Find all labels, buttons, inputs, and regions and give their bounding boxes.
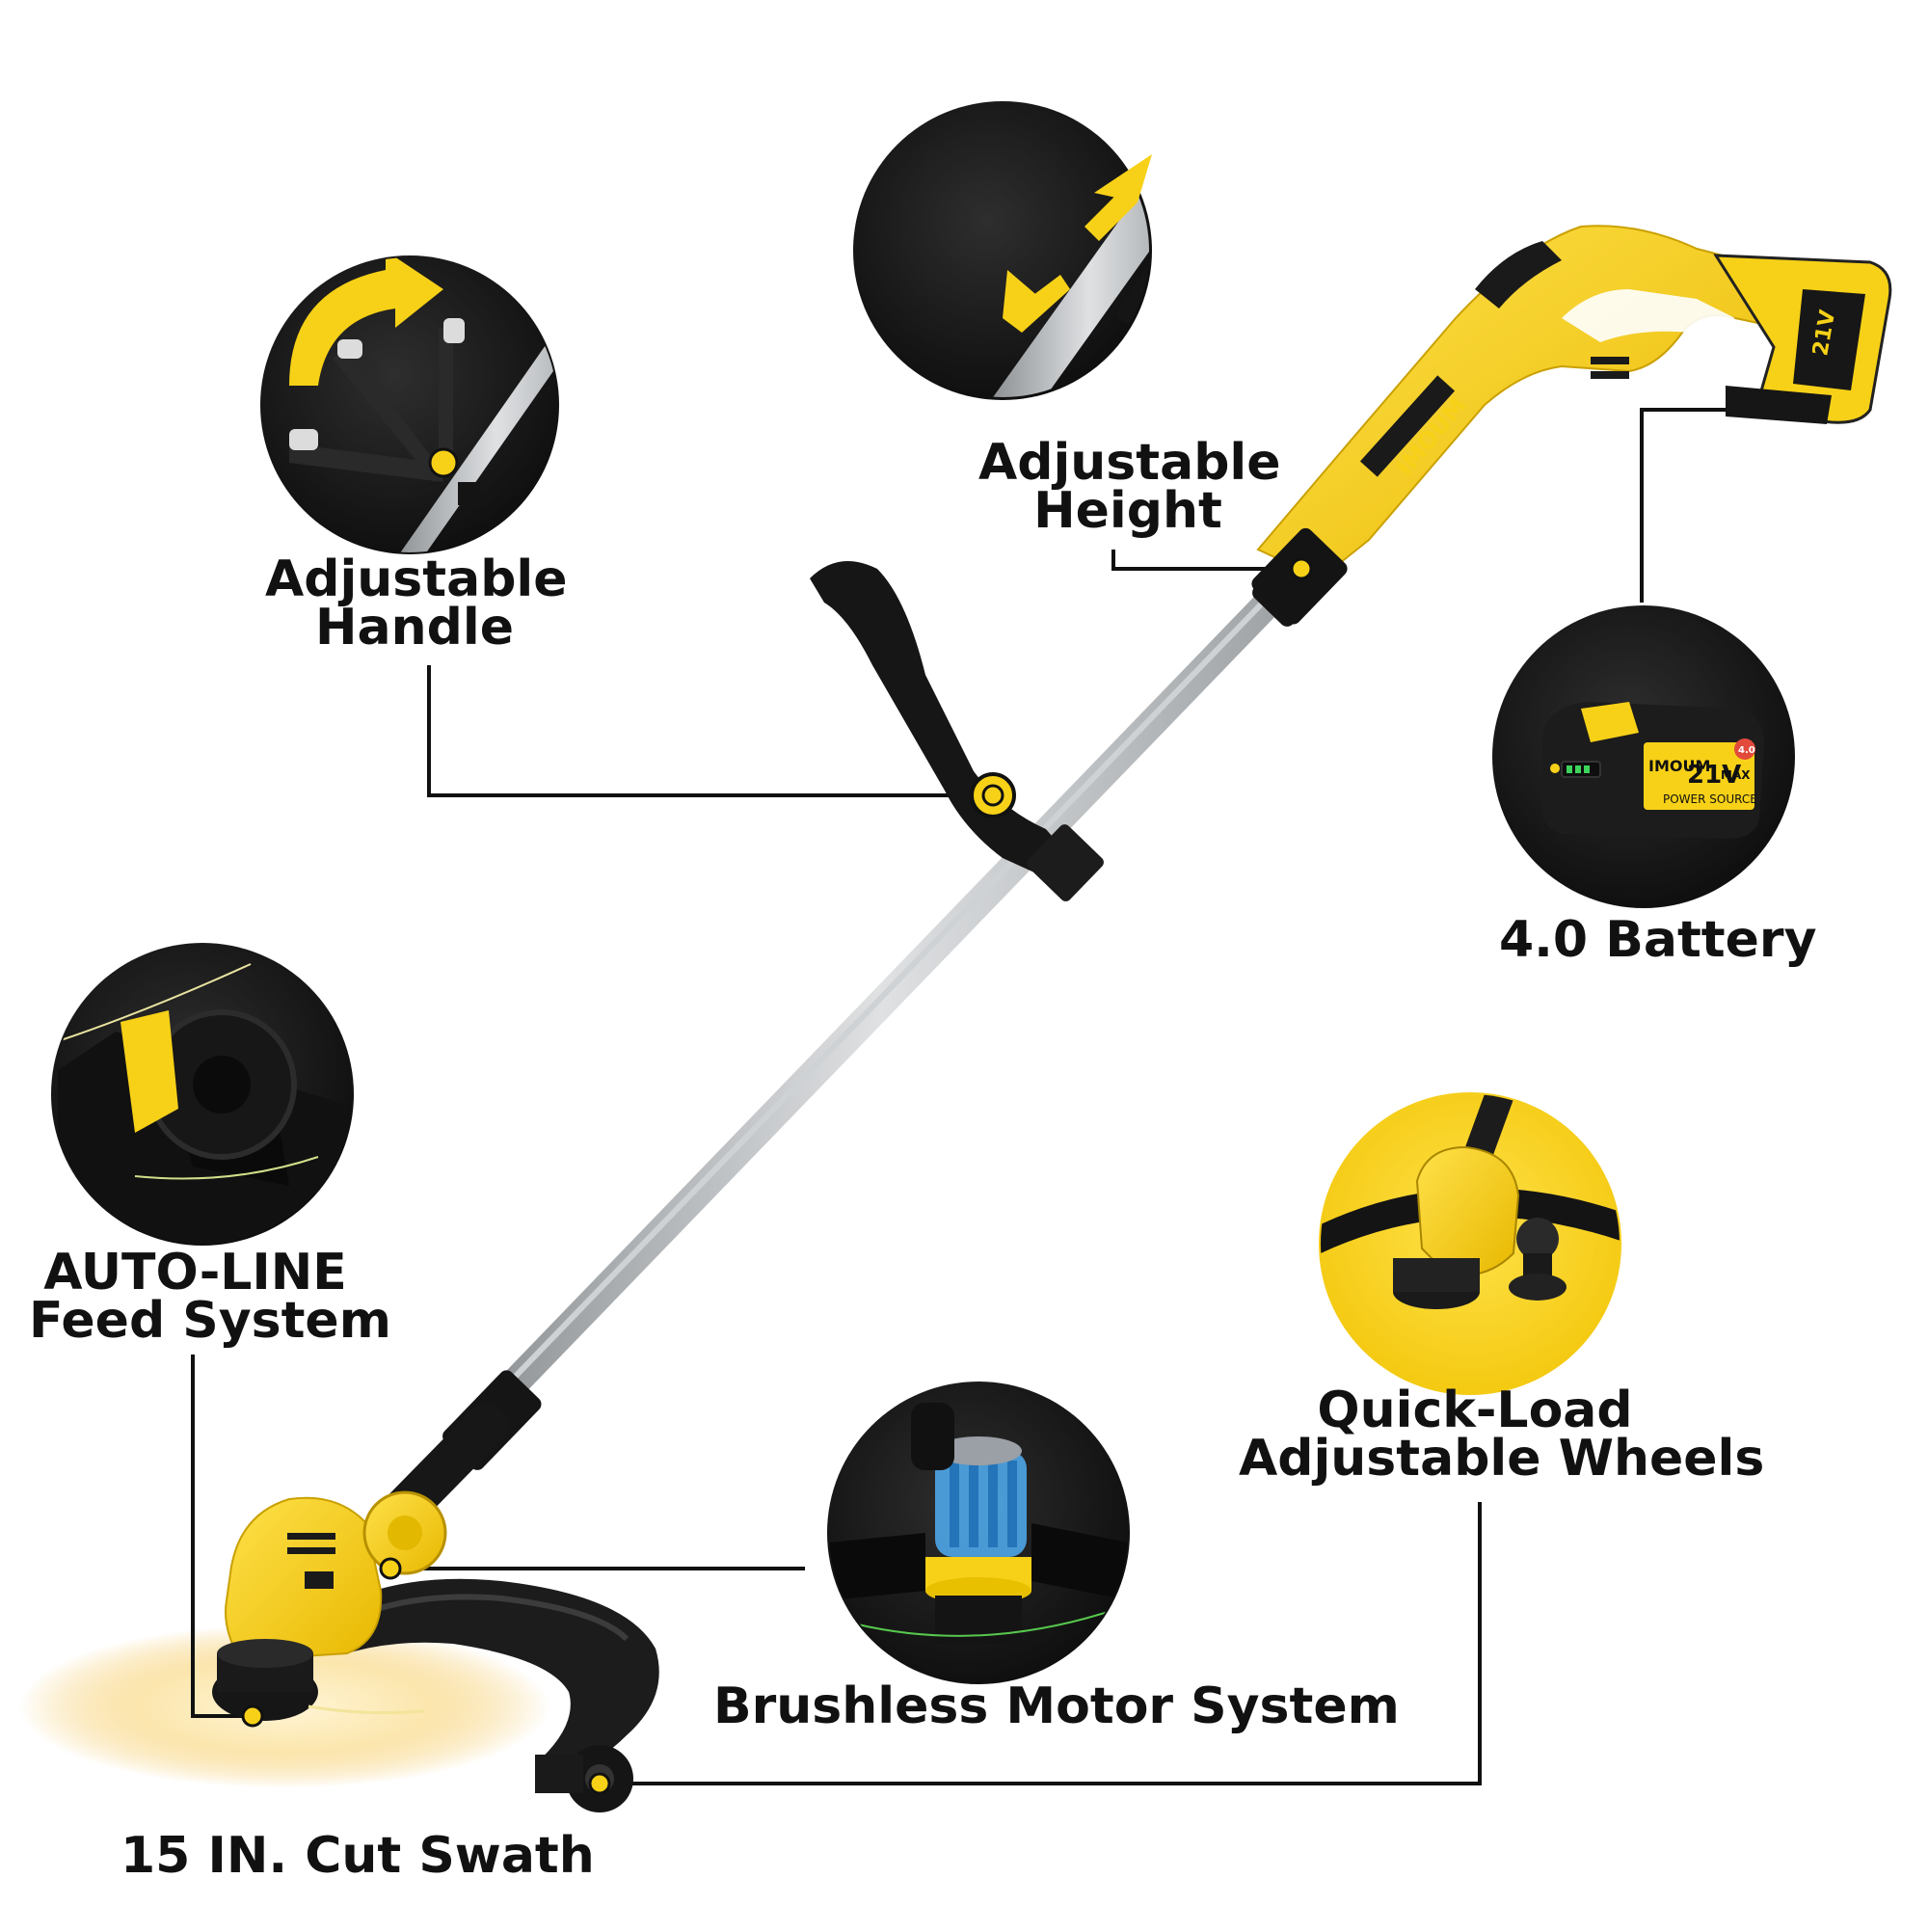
label-adjustable-handle: Adjustable Handle bbox=[265, 550, 568, 657]
callout-dot-icon bbox=[588, 1772, 611, 1795]
upper-handle-housing: IMOUM bbox=[1256, 225, 1805, 580]
detail-circle-adjustable-handle bbox=[260, 255, 559, 554]
battery-detail-voltage: 21V bbox=[1687, 761, 1741, 790]
label-auto-line-line1: AUTO-LINE bbox=[43, 1244, 347, 1301]
battery-tagline: POWER SOURCE bbox=[1663, 792, 1757, 806]
detail-circle-adjustable-height: IMOUM bbox=[853, 101, 1268, 400]
callout-dot-icon bbox=[1290, 557, 1313, 580]
callout-dot-icon bbox=[241, 1704, 264, 1728]
shaft-brand-text: IMOUM bbox=[1204, 148, 1268, 225]
callout-dot-icon bbox=[981, 784, 1004, 807]
label-brushless-motor: Brushless Motor System bbox=[713, 1677, 1400, 1735]
label-adjustable-height: Adjustable Height bbox=[978, 434, 1281, 540]
label-adjustable-handle-line1: Adjustable bbox=[265, 550, 568, 608]
battery-brand-text: IMOUM bbox=[1648, 757, 1710, 775]
label-quick-load: Quick-Load Adjustable Wheels bbox=[1239, 1382, 1765, 1488]
label-auto-line: AUTO-LINE Feed System bbox=[29, 1244, 391, 1350]
label-quick-load-line1: Quick-Load bbox=[1317, 1382, 1633, 1439]
callout-dots bbox=[241, 557, 1313, 1795]
front-handle bbox=[810, 561, 1104, 901]
callout-dot-icon bbox=[379, 1557, 402, 1580]
label-adjustable-height-line2: Height bbox=[1033, 482, 1222, 540]
detail-circle-brushless-motor bbox=[827, 1382, 1130, 1684]
label-quick-load-line2: Adjustable Wheels bbox=[1239, 1430, 1765, 1488]
label-auto-line-line2: Feed System bbox=[29, 1292, 391, 1350]
double-arrow-icon bbox=[1003, 154, 1152, 333]
battery-capacity-badge: 4.0 bbox=[1738, 745, 1755, 756]
trimmer-head bbox=[212, 1490, 659, 1812]
detail-circle-battery: IMOUM 21V MAX POWER SOURCE 4.0 bbox=[1492, 605, 1795, 908]
detail-circle-auto-line bbox=[51, 943, 354, 1246]
battery-pack: 21V bbox=[1713, 254, 1892, 424]
curved-arrow-icon bbox=[289, 257, 443, 386]
label-battery: 4.0 Battery bbox=[1499, 911, 1817, 969]
label-cut-swath: 15 IN. Cut Swath bbox=[120, 1827, 595, 1885]
battery-voltage-suffix: MAX bbox=[1721, 768, 1751, 782]
detail-circle-quick-load bbox=[1319, 1092, 1621, 1395]
label-adjustable-height-line1: Adjustable bbox=[978, 434, 1281, 492]
label-adjustable-handle-line2: Handle bbox=[315, 599, 514, 657]
string-trimmer: IMOUM 21V bbox=[212, 225, 1892, 1812]
